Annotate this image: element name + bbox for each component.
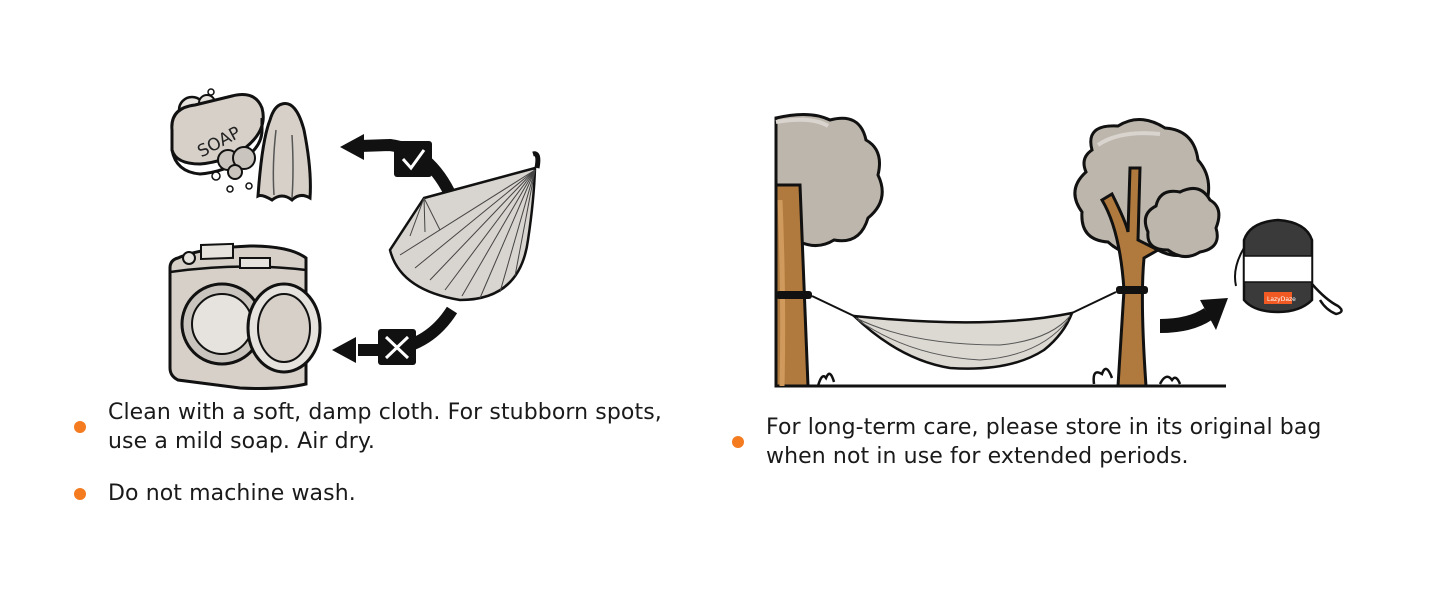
arrow-to-bag-icon [1159, 298, 1228, 333]
check-icon [401, 149, 426, 171]
arrow-to-soap-icon [340, 134, 458, 201]
arrow-to-washer-icon [332, 306, 458, 365]
bullet-text: For long-term care, please store in its … [766, 415, 1322, 469]
cleaning-illustration: SOAP [168, 88, 541, 390]
svg-text:LazyDaze: LazyDaze [1267, 296, 1296, 303]
washing-machine-icon [168, 242, 322, 390]
care-bullet-clean: Clean with a soft, damp cloth. For stubb… [74, 398, 662, 456]
bullet-dot [74, 421, 86, 433]
bullet-text: Do not machine wash. [108, 481, 356, 506]
right-tree-icon [1073, 118, 1221, 388]
soap-icon: SOAP [170, 88, 265, 193]
storage-panel: LazyDaze For long-term care, please stor… [720, 0, 1440, 590]
bullet-text: Clean with a soft, damp cloth. For stubb… [108, 400, 662, 454]
hung-hammock-icon [811, 291, 1117, 370]
cloth-icon [256, 102, 312, 203]
care-bullet-no-machine-wash: Do not machine wash. [74, 479, 356, 508]
storage-bag-icon: LazyDaze [1234, 218, 1343, 316]
bullet-dot [74, 487, 86, 500]
cleaning-panel: SOAP [74, 88, 662, 508]
cross-icon [384, 335, 410, 360]
left-tree-icon [774, 113, 884, 388]
care-bullet-storage: For long-term care, please store in its … [732, 413, 1322, 471]
hammock-icon [388, 151, 541, 302]
bullet-dot [732, 436, 744, 448]
storage-illustration: LazyDaze [774, 113, 1343, 388]
